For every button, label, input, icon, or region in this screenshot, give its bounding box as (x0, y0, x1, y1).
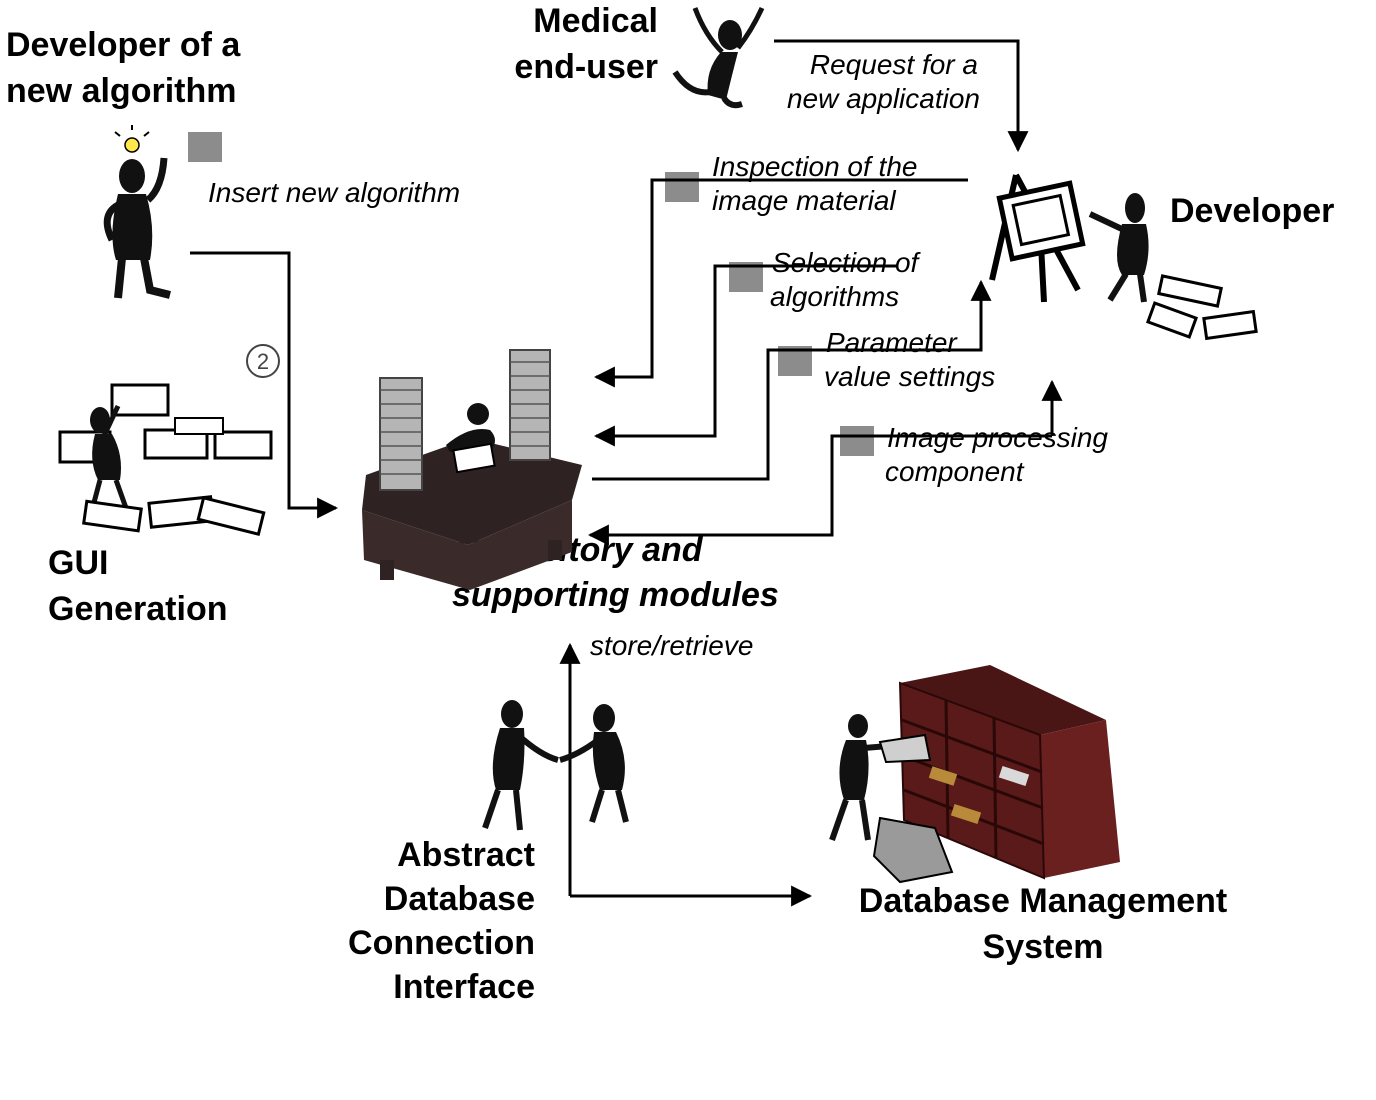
parameter-label-line2: value settings (824, 361, 995, 392)
medical-end-user-title-line1: Medical (533, 2, 658, 40)
insert-algorithm-label: Insert new algorithm (208, 177, 460, 208)
selection-label-line2: algorithms (770, 281, 899, 312)
dbms-shelf (829, 665, 1120, 884)
medical-end-user-title-line2: end-user (514, 48, 658, 86)
abstract-db-title-line2: Database (384, 880, 535, 918)
inspection-label-line2: image material (712, 185, 896, 216)
step-marker-2: 2 (246, 344, 280, 378)
dbms-title-line1: Database Management (859, 882, 1227, 920)
image-processing-marker (840, 426, 874, 456)
medical-end-user-figure (672, 6, 765, 109)
abstract-db-title-line1: Abstract (397, 836, 535, 874)
svg-text:2: 2 (257, 349, 269, 374)
gui-generation-figure (58, 383, 273, 536)
abstract-db-title-line3: Connection (348, 924, 535, 962)
image-processing-arrow-to-repo (587, 434, 1052, 546)
inspection-label-line1: Inspection of the (712, 151, 917, 182)
inspection-arrow (593, 178, 968, 388)
parameter-label-line1: Parameter (826, 327, 958, 358)
handshake-figures (482, 700, 629, 831)
store-retrieve-label: store/retrieve (590, 630, 753, 661)
paper-stack-left (379, 377, 423, 491)
request-application-label-line2: new application (787, 83, 980, 114)
request-application-label-line1: Request for a (810, 49, 978, 80)
repository-title-line2: supporting modules (452, 576, 779, 614)
developer-easel-figure (989, 173, 1258, 341)
image-processing-label-line2: component (885, 456, 1025, 487)
gui-generation-title-line2: Generation (48, 590, 227, 628)
selection-arrow (593, 264, 898, 447)
gui-generation-title-line1: GUI (48, 544, 108, 582)
inspection-marker (665, 172, 699, 202)
developer-title: Developer (1170, 192, 1334, 230)
developer-idea-figure (103, 125, 171, 299)
dbms-title-line2: System (983, 928, 1104, 966)
insert-algorithm-arrow (190, 251, 339, 519)
paper-stack-right (509, 349, 551, 461)
developer-new-algorithm-title-line2: new algorithm (6, 72, 236, 110)
developer-new-algorithm-title-line1: Developer of a (6, 26, 241, 64)
selection-label-line1: Selection of (772, 247, 922, 278)
abstract-db-title-line4: Interface (393, 968, 535, 1006)
request-application-arrow (774, 39, 1029, 153)
lightbulb-icon (114, 125, 150, 153)
parameter-arrow (592, 279, 992, 481)
repository-desk (362, 349, 582, 590)
insert-algorithm-marker (188, 132, 222, 162)
